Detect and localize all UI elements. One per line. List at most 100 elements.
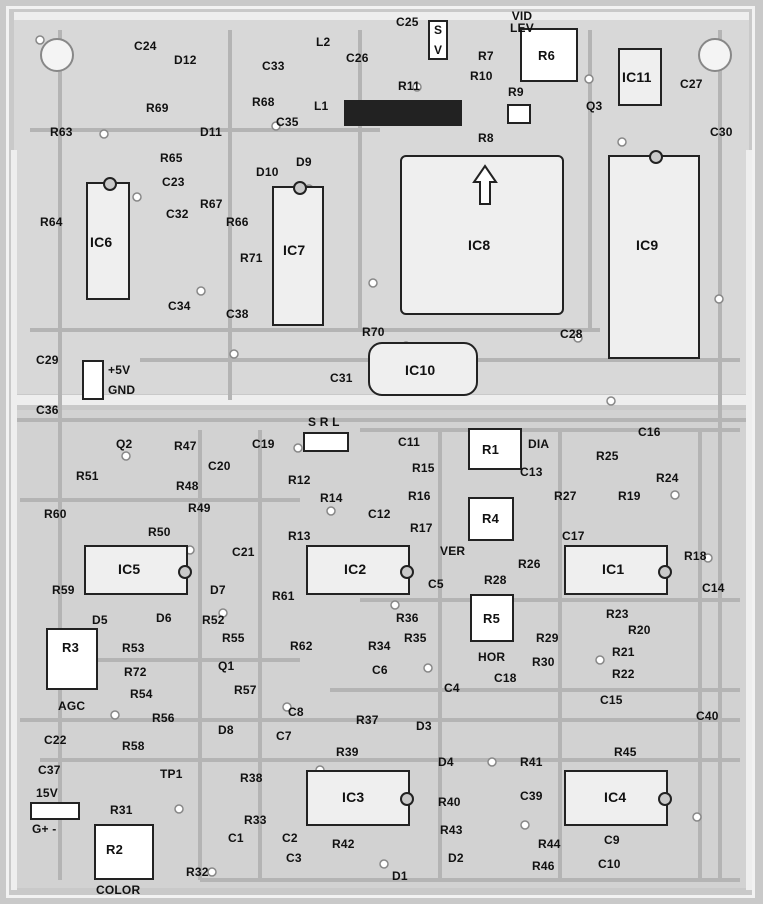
resistor-r43-label: R43 <box>440 823 463 837</box>
capacitor-c39-label: C39 <box>520 789 543 803</box>
capacitor-c17-label: C17 <box>562 529 585 543</box>
via-pad <box>390 600 400 610</box>
via-pad <box>520 820 530 830</box>
power-gnd-label: GND <box>108 383 136 397</box>
mounting-hole <box>698 38 732 72</box>
ic2-package <box>306 545 414 595</box>
via-pad <box>617 137 627 147</box>
via-pad <box>35 35 45 45</box>
resistor-r34-label: R34 <box>368 639 391 653</box>
capacitor-c24-label: C24 <box>134 39 157 53</box>
transistor-q3-label: Q3 <box>586 99 603 113</box>
via-pad <box>423 663 433 673</box>
inductor-l2-label: L2 <box>316 35 331 49</box>
resistor-r44-label: R44 <box>538 837 561 851</box>
capacitor-c18-label: C18 <box>494 671 517 685</box>
srl-label: S R L <box>308 415 340 429</box>
sv-label-v: V <box>434 43 443 57</box>
ic2-label: IC2 <box>344 561 367 577</box>
capacitor-c40-label: C40 <box>696 709 719 723</box>
power-plus-label: +5V <box>108 363 131 377</box>
r3-trimmer <box>46 628 98 690</box>
supply15-header <box>30 802 80 820</box>
capacitor-c38-label: C38 <box>226 307 249 321</box>
capacitor-c15-label: C15 <box>600 693 623 707</box>
ic5-package <box>84 545 192 595</box>
via-pad <box>196 286 206 296</box>
via-pad <box>487 757 497 767</box>
resistor-r15-label: R15 <box>412 461 435 475</box>
capacitor-c19-label: C19 <box>252 437 275 451</box>
mounting-hole <box>40 38 74 72</box>
resistor-r11-label: R11 <box>398 79 420 93</box>
resistor-r41-label: R41 <box>520 755 543 769</box>
capacitor-c34-label: C34 <box>168 299 191 313</box>
via-pad <box>132 192 142 202</box>
resistor-r23-label: R23 <box>606 607 629 621</box>
resistor-r67-label: R67 <box>200 197 223 211</box>
resistor-r56-label: R56 <box>152 711 175 725</box>
via-pad <box>379 859 389 869</box>
capacitor-c29-label: C29 <box>36 353 59 367</box>
capacitor-c3-label: C3 <box>286 851 302 865</box>
resistor-r12-label: R12 <box>288 473 311 487</box>
resistor-r28-label: R28 <box>484 573 507 587</box>
r6-trimmer <box>520 28 578 82</box>
diode-d5-label: D5 <box>92 613 108 627</box>
jumper-header-small <box>507 104 531 124</box>
resistor-r49-label: R49 <box>188 501 211 515</box>
capacitor-c30-label: C30 <box>710 125 733 139</box>
ic10-package <box>368 342 478 396</box>
resistor-r32-label: R32 <box>186 865 209 879</box>
resistor-r45-label: R45 <box>614 745 637 759</box>
supply15-label: 15V <box>36 786 58 800</box>
ic10-label: IC10 <box>405 362 436 378</box>
resistor-r35-label: R35 <box>404 631 427 645</box>
capacitor-c23-label: C23 <box>162 175 185 189</box>
resistor-r69-label: R69 <box>146 101 169 115</box>
diode-d6-label: D6 <box>156 611 172 625</box>
capacitor-c1-label: C1 <box>228 831 244 845</box>
resistor-r63-label: R63 <box>50 125 73 139</box>
capacitor-c7-label: C7 <box>276 729 292 743</box>
supply15-pins: G+ - <box>32 822 57 836</box>
resistor-r64-label: R64 <box>40 215 63 229</box>
resistor-r37-label: R37 <box>356 713 379 727</box>
capacitor-c33-label: C33 <box>262 59 285 73</box>
resistor-r10-label: R10 <box>470 69 493 83</box>
resistor-r18-label: R18 <box>684 549 707 563</box>
diode-d8-label: D8 <box>218 723 234 737</box>
ic11-package <box>618 48 662 106</box>
capacitor-c4-label: C4 <box>444 681 460 695</box>
via-pad <box>714 294 724 304</box>
inductor-l1-label: L1 <box>314 99 329 113</box>
resistor-r29-label: R29 <box>536 631 559 645</box>
r5-trimmer <box>470 594 514 642</box>
resistor-r8-label: R8 <box>478 131 494 145</box>
resistor-r31-label: R31 <box>110 803 133 817</box>
ic5-label: IC5 <box>118 561 141 577</box>
srl-header <box>303 432 349 452</box>
resistor-r22-label: R22 <box>612 667 635 681</box>
ic9-label: IC9 <box>636 237 659 253</box>
ic6-label: IC6 <box>90 234 113 250</box>
capacitor-c25-label: C25 <box>396 15 419 29</box>
via-pad <box>174 804 184 814</box>
capacitor-c26-label: C26 <box>346 51 369 65</box>
capacitor-c6-label: C6 <box>372 663 388 677</box>
via-pad <box>606 396 616 406</box>
capacitor-c22-label: C22 <box>44 733 67 747</box>
ic4-package <box>564 770 672 826</box>
diode-d11-label: D11 <box>200 125 222 139</box>
via-pad <box>121 451 131 461</box>
via-pad <box>271 121 281 131</box>
ic11-label: IC11 <box>622 69 652 85</box>
resistor-r36-label: R36 <box>396 611 419 625</box>
resistor-r39-label: R39 <box>336 745 359 759</box>
capacitor-c36-label: C36 <box>36 403 59 417</box>
resistor-r20-label: R20 <box>628 623 651 637</box>
capacitor-c31-label: C31 <box>330 371 353 385</box>
r1-caption: DIA <box>528 437 550 451</box>
resistor-r21-label: R21 <box>612 645 635 659</box>
